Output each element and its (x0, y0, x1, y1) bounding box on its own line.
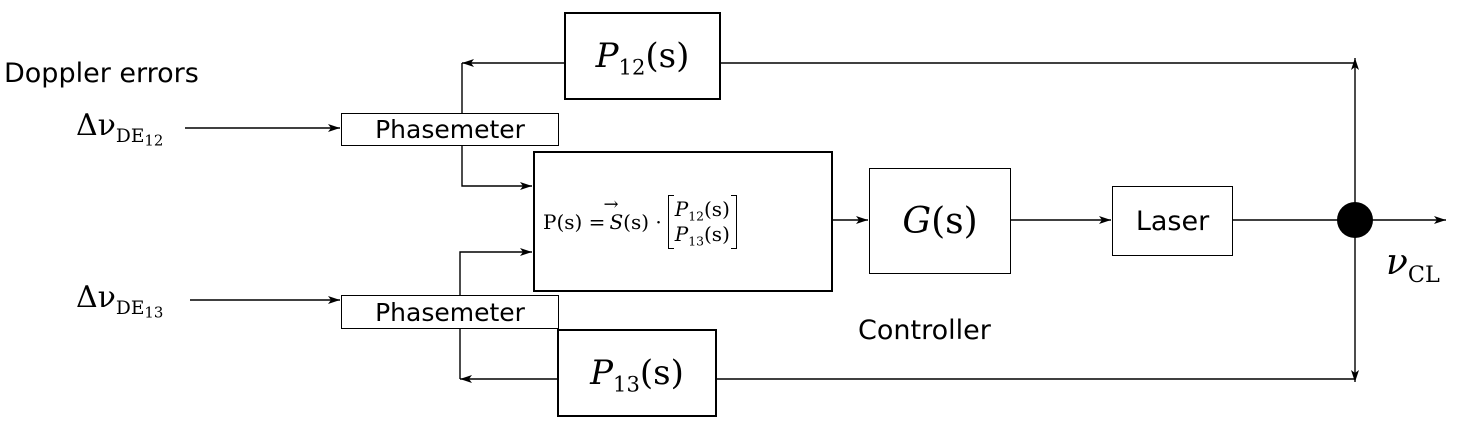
controller-vector: P12(s) P13(s) (667, 194, 737, 249)
input-de12-label: ΔνDE12 (76, 108, 164, 150)
phasemeter-top-block: Phasemeter (341, 113, 559, 146)
summing-junction (1337, 202, 1373, 238)
g-block: G(s) (869, 168, 1011, 274)
phasemeter-bottom-block: Phasemeter (341, 295, 559, 329)
phasemeter-top-label: Phasemeter (375, 115, 525, 144)
phasemeter-bottom-label: Phasemeter (375, 297, 525, 327)
wire-phasemeter-top-to-controller (461, 145, 532, 190)
wire-phasemeter-bottom-to-controller (459, 248, 532, 295)
controller-block: P(s) = → S (s) · P12(s) P13(s) (533, 151, 833, 292)
doppler-errors-label: Doppler errors (4, 58, 199, 89)
controller-label: Controller (858, 315, 991, 346)
p12-block: P12(s) (564, 12, 721, 100)
laser-label: Laser (1135, 205, 1210, 237)
controller-equation: P(s) = → S (s) · P12(s) P13(s) (543, 194, 737, 249)
p13-block: P13(s) (557, 329, 717, 417)
output-label: νCL (1386, 242, 1440, 288)
input-de13-label: ΔνDE13 (76, 280, 164, 322)
laser-block: Laser (1112, 186, 1233, 256)
